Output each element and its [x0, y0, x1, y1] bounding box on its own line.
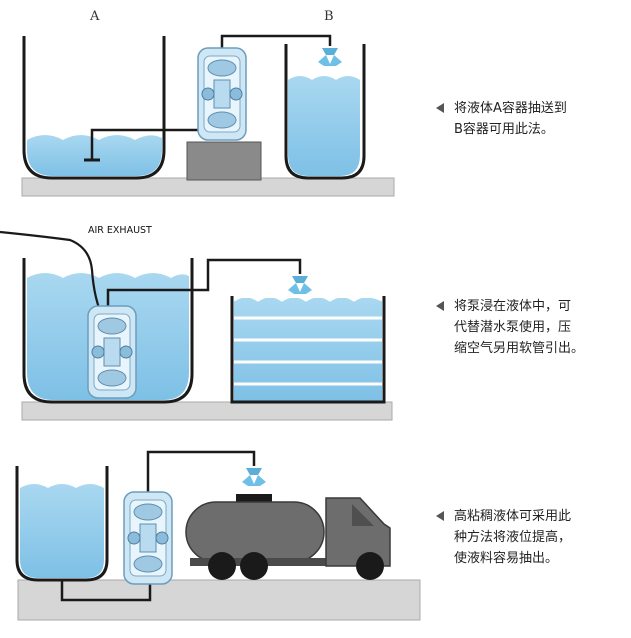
truck-wheel-rear-2 — [240, 552, 268, 580]
tank-b-wall — [284, 44, 366, 180]
row1-scene: A B — [21, 9, 395, 197]
air-exhaust-hose — [0, 230, 105, 321]
row2-scene: AIR EXHAUST — [0, 225, 393, 421]
truck-chassis — [190, 558, 390, 566]
row1-pump-stand — [186, 141, 262, 181]
row3-suction-pipe — [60, 580, 152, 602]
note-row2-line1: 将泵浸在液体中，可 — [454, 299, 572, 314]
row2-right-tank-surface — [233, 294, 383, 302]
row2-discharge-pipe — [106, 258, 302, 318]
truck-wheel-rear-1 — [208, 552, 236, 580]
row2-left-tank-wall — [22, 258, 194, 404]
row1-discharge-pipe — [220, 34, 332, 50]
truck-hatch — [236, 494, 272, 502]
row3-pump — [123, 491, 173, 585]
row2-right-tank-liquid — [234, 298, 382, 402]
truck-wheel-front — [356, 552, 384, 580]
note-row1: 将液体A容器抽送到 B容器可用此法。 — [436, 98, 567, 140]
row2-ground — [21, 401, 393, 421]
note-arrow-icon — [436, 511, 444, 521]
row3-scene — [15, 450, 421, 621]
note-row2-line2: 代替潜水泵使用，压 — [454, 320, 572, 335]
note-row2: 将泵浸在液体中，可 代替潜水泵使用，压 缩空气另用软管引出。 — [436, 296, 585, 359]
tank-a-label: A — [89, 9, 100, 24]
note-row1-line2: B容器可用此法。 — [454, 122, 554, 137]
row2-spray — [288, 276, 312, 294]
note-row3: 高粘稠液体可采用此 种方法将液位提高， 使液料容易抽出。 — [436, 506, 572, 569]
tank-b-label: B — [324, 9, 334, 24]
row2-right-tank-wall — [230, 296, 386, 404]
tank-a-liquid — [27, 135, 162, 176]
row1-suction-pipe — [90, 128, 198, 160]
row2-right-tank-layers — [234, 316, 382, 386]
row2-submerged-pump — [87, 305, 137, 399]
note-row2-line3: 缩空气另用软管引出。 — [454, 341, 585, 356]
tank-a-wall — [22, 36, 166, 180]
note-row1-line1: 将液体A容器抽送到 — [454, 101, 567, 116]
note-row3-line1: 高粘稠液体可采用此 — [454, 509, 572, 524]
row3-discharge-pipe — [146, 450, 256, 498]
note-arrow-icon — [436, 301, 444, 311]
row1-ground — [21, 177, 395, 197]
row3-tank-liquid — [20, 484, 104, 578]
note-row3-line2: 种方法将液位提高， — [454, 530, 572, 545]
truck-window — [352, 504, 374, 526]
note-row3-line3: 使液料容易抽出。 — [454, 551, 559, 566]
tank-b-liquid — [288, 76, 360, 176]
note-arrow-icon — [436, 103, 444, 113]
row1-pump — [197, 47, 247, 141]
row3-spray — [242, 468, 266, 486]
row1-spray — [318, 48, 342, 66]
air-exhaust-label: AIR EXHAUST — [88, 225, 152, 236]
tanker-truck — [185, 494, 391, 580]
truck-cab — [325, 497, 391, 567]
